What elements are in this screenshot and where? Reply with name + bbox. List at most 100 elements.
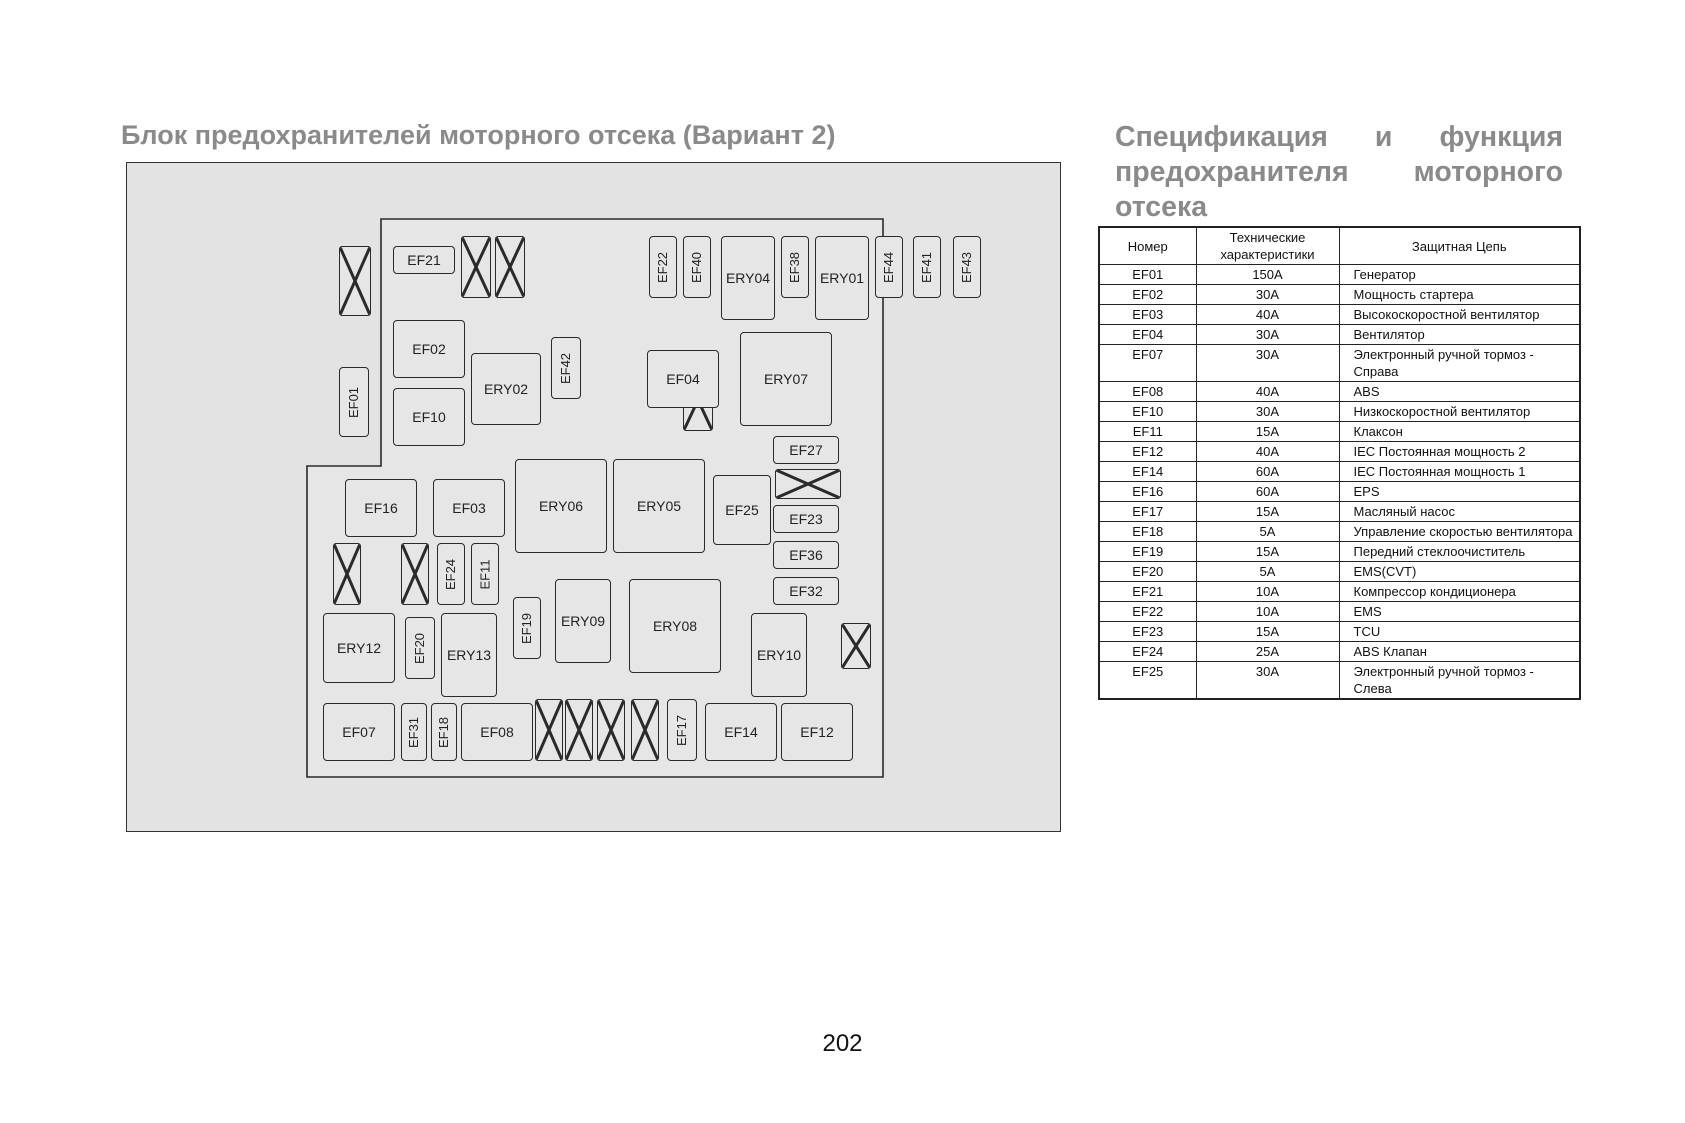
- fuse-label: ERY10: [756, 647, 802, 663]
- fuse-ef24: EF24: [437, 543, 465, 605]
- fuse-label: ERY01: [819, 270, 865, 286]
- fuse-circuit-cell: Мощность стартера: [1338, 284, 1581, 305]
- fuse-ef07: EF07: [323, 703, 395, 761]
- fuse-rating-cell: 40A: [1195, 304, 1340, 325]
- table-header-row: Номер Технические характеристики Защитна…: [1098, 226, 1581, 265]
- fuse-ef44: EF44: [875, 236, 903, 298]
- fuse-circuit-cell: TCU: [1338, 621, 1581, 642]
- fuse-circuit-cell: Масляный насос: [1338, 501, 1581, 522]
- fuse-label: EF02: [412, 341, 446, 357]
- fuse-ef22: EF22: [649, 236, 677, 298]
- fuse-label: EF19: [519, 612, 535, 644]
- fuse-rating-cell: 25A: [1195, 641, 1340, 662]
- fuse-label: EF27: [789, 442, 823, 458]
- fuse-label: EF31: [406, 716, 422, 748]
- fuse-label: ERY06: [538, 498, 584, 514]
- empty-slot-cross-icon: [401, 543, 429, 605]
- fuse-rating-cell: 40A: [1195, 441, 1340, 462]
- fuse-ery08: ERY08: [629, 579, 721, 673]
- fuse-label: EF16: [364, 500, 398, 516]
- fuse-rating-cell: 5A: [1195, 561, 1340, 582]
- title-word: моторного: [1413, 156, 1563, 188]
- fuse-number-cell: EF24: [1098, 641, 1197, 662]
- diagram-title: Блок предохранителей моторного отсека (В…: [121, 120, 836, 150]
- fuse-label: EF14: [724, 724, 758, 740]
- fuse-number-cell: EF17: [1098, 501, 1197, 522]
- fuse-ef01: EF01: [339, 367, 369, 437]
- fuse-label: EF08: [480, 724, 514, 740]
- fuse-circuit-cell: Низкоскоростной вентилятор: [1338, 401, 1581, 422]
- fuse-label: EF22: [655, 251, 671, 283]
- fuse-label: EF42: [558, 352, 574, 384]
- table-title-line-3: отсека: [1115, 190, 1563, 225]
- fuse-label: EF11: [477, 558, 493, 590]
- fuse-spec-table: Номер Технические характеристики Защитна…: [1098, 226, 1581, 700]
- fuse-rating-cell: 15A: [1195, 541, 1340, 562]
- fuse-label: EF32: [789, 583, 823, 599]
- fuse-label: ERY08: [652, 618, 698, 634]
- fuse-label: EF18: [436, 716, 452, 748]
- fuse-label: ERY04: [725, 270, 771, 286]
- fuse-label: EF44: [881, 251, 897, 283]
- fuse-label: EF07: [342, 724, 376, 740]
- fuse-number-cell: EF08: [1098, 381, 1197, 402]
- fuse-number-cell: EF03: [1098, 304, 1197, 325]
- fuse-rating-cell: 30A: [1195, 284, 1340, 305]
- fuse-ef21: EF21: [393, 246, 455, 274]
- fuse-circuit-cell: Клаксон: [1338, 421, 1581, 442]
- empty-slot-cross-icon: [565, 699, 593, 761]
- fuse-rating-cell: 10A: [1195, 581, 1340, 602]
- fuse-rating-cell: 30A: [1195, 661, 1340, 700]
- fuse-label: EF17: [674, 714, 690, 746]
- fuse-number-cell: EF14: [1098, 461, 1197, 482]
- fuse-rating-cell: 40A: [1195, 381, 1340, 402]
- fuse-circuit-cell: Электронный ручной тормоз - Слева: [1338, 661, 1581, 700]
- fuse-rating-cell: 30A: [1195, 401, 1340, 422]
- title-word: отсека: [1115, 191, 1208, 223]
- fuse-ef14: EF14: [705, 703, 777, 761]
- fuse-circuit-cell: Электронный ручной тормоз - Справа: [1338, 344, 1581, 382]
- fuse-rating-cell: 30A: [1195, 324, 1340, 345]
- header-specs: Технические характеристики: [1195, 226, 1340, 265]
- table-title-line-2: предохранителя моторного: [1115, 155, 1563, 190]
- fuse-label: EF25: [725, 502, 759, 518]
- fuse-rating-cell: 30A: [1195, 344, 1340, 382]
- fuse-rating-cell: 15A: [1195, 621, 1340, 642]
- fuse-number-cell: EF18: [1098, 521, 1197, 542]
- fuse-label: EF10: [412, 409, 446, 425]
- fuse-ef31: EF31: [401, 703, 427, 761]
- fuse-ery01: ERY01: [815, 236, 869, 320]
- fuse-ef03: EF03: [433, 479, 505, 537]
- fuse-number-cell: EF23: [1098, 621, 1197, 642]
- fuse-rating-cell: 60A: [1195, 461, 1340, 482]
- empty-slot-cross-icon: [631, 699, 659, 761]
- fuse-number-cell: EF07: [1098, 344, 1197, 382]
- fuse-rating-cell: 5A: [1195, 521, 1340, 542]
- fuse-circuit-cell: Генератор: [1338, 264, 1581, 285]
- fuse-number-cell: EF25: [1098, 661, 1197, 700]
- fuse-number-cell: EF19: [1098, 541, 1197, 562]
- fuse-number-cell: EF21: [1098, 581, 1197, 602]
- fuse-circuit-cell: EMS(CVT): [1338, 561, 1581, 582]
- fuse-ery10: ERY10: [751, 613, 807, 697]
- fuse-circuit-cell: IEC Постоянная мощность 2: [1338, 441, 1581, 462]
- title-word: функция: [1439, 121, 1563, 153]
- fuse-ef23: EF23: [773, 505, 839, 533]
- fuse-label: EF23: [789, 511, 823, 527]
- fuse-circuit-cell: ABS Клапан: [1338, 641, 1581, 662]
- fuse-ef36: EF36: [773, 541, 839, 569]
- fuse-label: EF20: [412, 632, 428, 664]
- fuse-label: EF21: [407, 252, 441, 268]
- fuse-rating-cell: 15A: [1195, 501, 1340, 522]
